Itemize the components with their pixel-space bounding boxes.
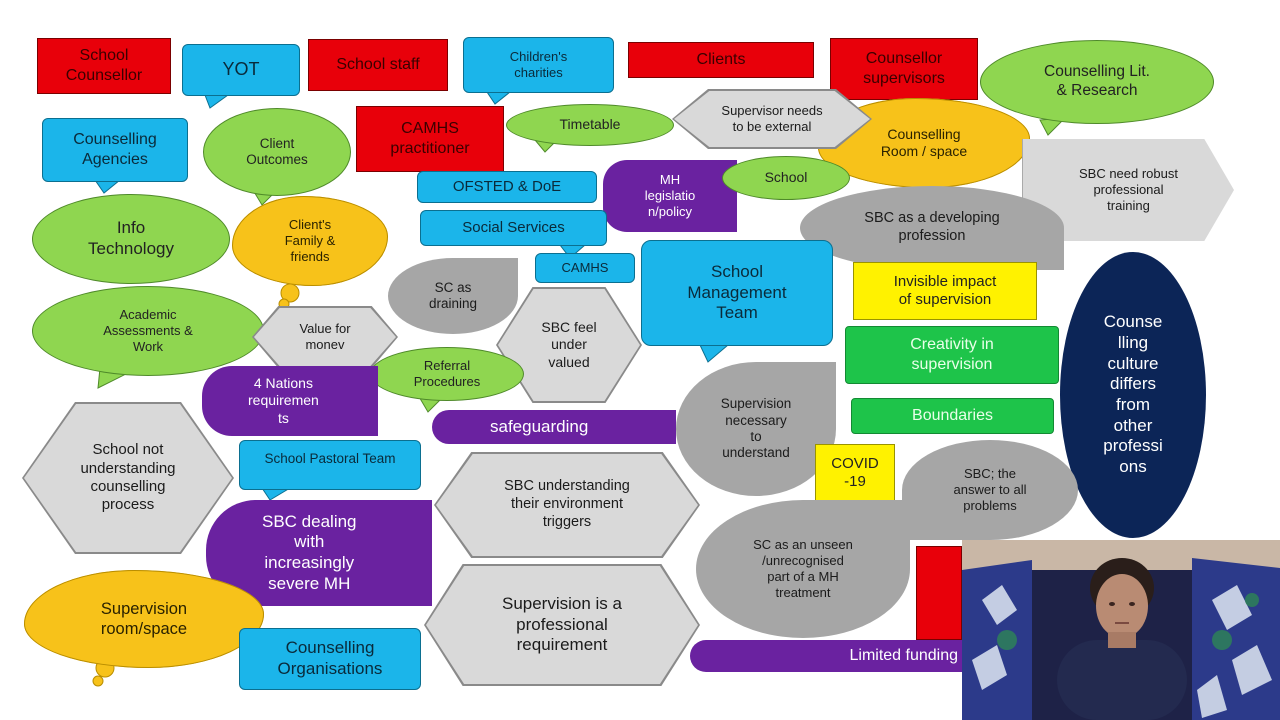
node-school-pastoral-team: School Pastoral Team [239,440,421,490]
node-timetable: Timetable [506,104,674,146]
node-ofsted-doe: OFSTED & DoE [417,171,597,203]
node-label: Client's Family & friends [284,217,336,264]
node-mh-legislation: MH legislatio n/policy [603,160,737,232]
node-supervision-room-space: Supervision room/space [24,570,264,668]
node-label: Counselling Organisations [277,638,383,678]
node-label: COVID -19 [831,454,879,490]
node-supervision-professional-requirement: Supervision is a professional requiremen… [426,566,698,684]
node-limited-funding: Limited funding [690,640,962,672]
node-camhs: CAMHS [535,253,635,283]
node-label: Counsellor supervisors [863,50,945,87]
node-label: Counse lling culture differs from other … [1103,312,1163,477]
node-label: School Counsellor [65,47,143,84]
node-clients: Clients [628,42,814,78]
node-label: Supervisor needs to be external [721,103,823,134]
node-label: Supervision is a professional requiremen… [501,593,622,655]
node-red-partial [916,546,962,640]
node-label: SC as draining [428,279,478,311]
node-sc-unseen: SC as an unseen /unrecognised part of a … [696,500,910,638]
node-school-staff: School staff [308,39,448,91]
node-label: 4 Nations requiremen ts [248,375,319,426]
node-counselling-organisations: Counselling Organisations [239,628,421,690]
node-label: safeguarding [490,416,589,436]
node-sbc-understanding-triggers: SBC understanding their environment trig… [436,454,698,556]
node-boundaries: Boundaries [851,398,1054,434]
node-clients-family: Client's Family & friends [232,196,388,286]
node-label: School [764,169,808,186]
node-label: Referral Procedures [413,358,481,389]
node-info-technology: Info Technology [32,194,230,284]
node-label: Supervision room/space [100,599,188,638]
node-label: CAMHS practitioner [390,120,470,157]
node-label: SBC understanding their environment trig… [504,478,630,530]
node-label: Supervision necessary to understand [720,396,792,461]
node-social-services: Social Services [420,210,607,246]
node-counselling-culture: Counse lling culture differs from other … [1060,252,1206,538]
node-label: Children's charities [509,49,568,80]
node-supervision-necessary: Supervision necessary to understand [676,362,836,496]
node-label: School staff [336,56,420,74]
node-label: Clients [696,51,746,69]
node-label: Info Technology [87,218,174,258]
node-sc-as-draining: SC as draining [388,258,518,334]
node-school-management-team: School Management Team [641,240,833,346]
node-sbc-developing-profession: SBC as a developing profession [800,186,1064,270]
node-referral-procedures: Referral Procedures [370,347,524,401]
node-creativity-in-supervision: Creativity in supervision [845,326,1059,384]
node-label: CAMHS [561,260,609,276]
node-label: Counselling Room / space [880,125,968,159]
node-yot: YOT [182,44,300,96]
node-label: Academic Assessments & Work [103,307,193,354]
node-school: School [722,156,850,200]
node-label: SBC dealing with increasingly severe MH [262,511,357,593]
node-label: SBC feel under valued [541,319,597,370]
node-school-counsellor: School Counsellor [37,38,171,94]
node-label: OFSTED & DoE [452,177,562,195]
node-supervisor-external: Supervisor needs to be external [674,91,870,147]
presenter-video-frame [962,540,1280,720]
node-childrens-charities: Children's charities [463,37,614,93]
node-label: Client Outcomes [246,135,308,167]
node-counselling-lit-research: Counselling Lit. & Research [980,40,1214,124]
node-label: Invisible impact of supervision [893,272,997,308]
node-sbc-severe-mh: SBC dealing with increasingly severe MH [206,500,432,606]
node-academic-assessments: Academic Assessments & Work [32,286,264,376]
node-sbc-feel-under-valued: SBC feel under valued [498,289,640,401]
node-invisible-impact: Invisible impact of supervision [853,262,1037,320]
node-label: Limited funding [849,647,958,665]
node-safeguarding: safeguarding [432,410,676,444]
node-label: SBC; the answer to all problems [953,466,1027,513]
node-label: Creativity in supervision [910,336,994,373]
node-sbc-answer: SBC; the answer to all problems [902,440,1078,540]
node-label: SBC need robust professional training [1078,166,1178,213]
node-label: SBC as a developing profession [864,210,1000,244]
node-covid: COVID -19 [815,444,895,502]
node-label: Counselling Agencies [73,131,157,168]
node-counselling-agencies: Counselling Agencies [42,118,188,182]
node-label: School Management Team [687,261,787,323]
node-label: School not understanding counselling pro… [80,441,176,514]
node-label: Counselling Lit. & Research [1044,63,1150,99]
node-camhs-practitioner: CAMHS practitioner [356,106,504,172]
node-label: School Pastoral Team [264,451,396,466]
node-label: SC as an unseen /unrecognised part of a … [753,537,853,600]
presenter-webcam [962,540,1280,720]
node-label: YOT [222,59,260,80]
node-label: Boundaries [912,407,993,425]
node-label: Timetable [559,116,621,133]
node-label: MH legislatio n/policy [644,172,696,219]
node-label: Social Services [462,218,565,236]
node-counsellor-supervisors: Counsellor supervisors [830,38,978,100]
node-four-nations: 4 Nations requiremen ts [202,366,378,436]
node-value-for-money: Value for monev [254,308,396,366]
node-client-outcomes: Client Outcomes [203,108,351,196]
node-label: Value for monev [299,321,351,352]
